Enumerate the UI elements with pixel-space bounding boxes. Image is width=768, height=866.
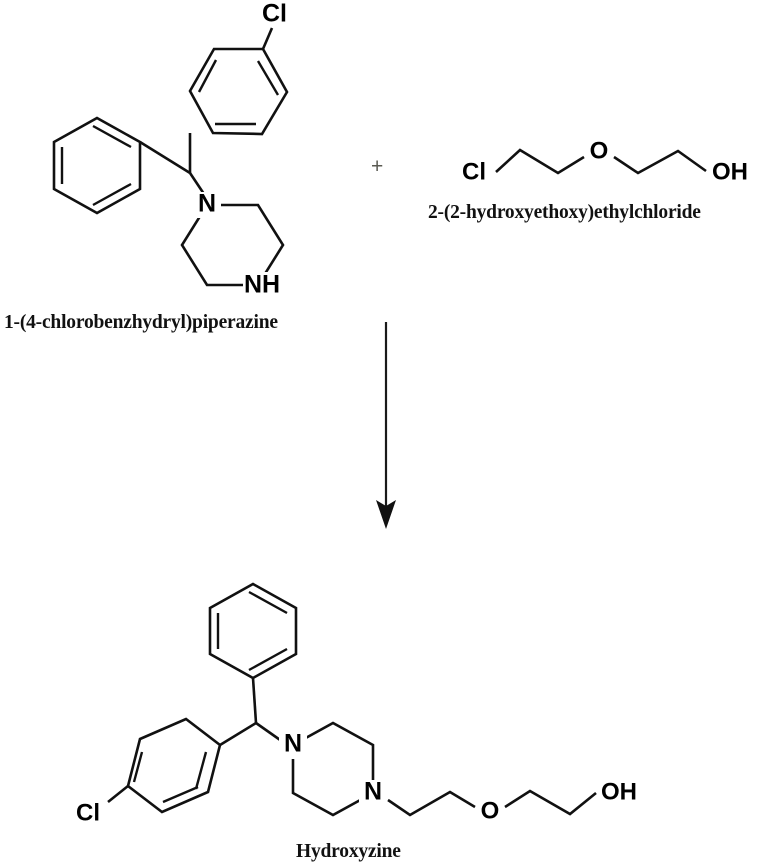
atom-label-cl-reactant2: Cl (462, 158, 486, 185)
atom-label-nh-reactant1: NH (244, 271, 280, 299)
phenyl-ring-left (52, 116, 142, 215)
chlorophenyl-ring-product: Cl (76, 717, 257, 826)
piperazine-ring-reactant1: N NH (180, 190, 291, 299)
reactant-2-label: 2-(2-hydroxyethoxy)ethylchloride (428, 202, 701, 223)
atom-label-o-reactant2: O (590, 137, 609, 164)
reactant-2-structure: Cl O OH 2-(2-hydroxyethoxy)ethylchloride (428, 137, 748, 223)
chlorophenyl-ring-top: Cl (188, 0, 289, 136)
chain-n2-to-o (387, 790, 476, 817)
atom-label-oh-reactant2: OH (712, 158, 748, 185)
piperazine-ring-product: N N (279, 721, 387, 817)
benzhydryl-bonds-reactant1 (139, 133, 208, 198)
product-label: Hydroxyzine (296, 841, 401, 862)
phenyl-ring-product (208, 582, 298, 724)
chain-o-to-oh (504, 789, 597, 816)
atom-label-n-reactant1: N (198, 190, 216, 218)
atom-label-n2-product: N (364, 778, 382, 806)
atom-label-o-product: O (481, 797, 500, 824)
reactant-1-structure: Cl N NH 1-(4-chlorobenzhydryl)piperazine (4, 0, 291, 333)
reaction-arrow (376, 322, 396, 529)
bond-ch-to-n1 (255, 721, 284, 744)
reactant-1-label: 1-(4-chlorobenzhydryl)piperazine (4, 312, 278, 333)
atom-label-cl-product: Cl (76, 799, 100, 826)
atom-label-n1-product: N (284, 730, 302, 758)
product-structure: Cl N N O OH Hydroxyzine (76, 582, 637, 862)
atom-label-oh-product: OH (601, 778, 637, 805)
plus-operator: + (371, 155, 383, 178)
atom-label-cl-reactant1: Cl (262, 0, 287, 28)
